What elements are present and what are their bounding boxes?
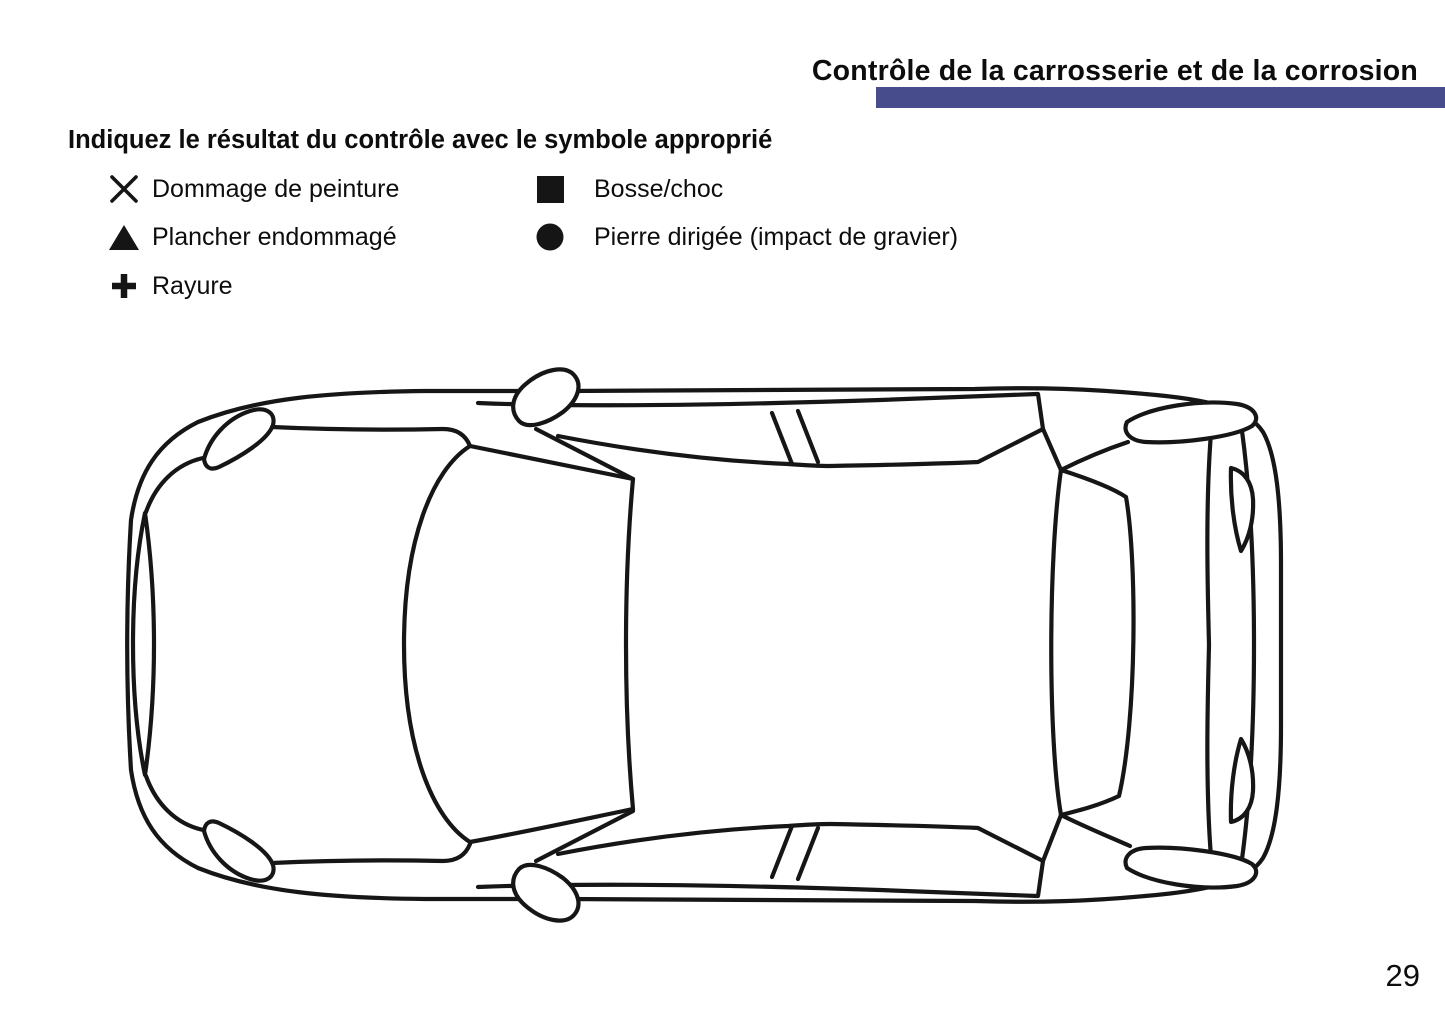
windshield [401,443,636,845]
fender-line-bottom [269,841,473,866]
square-icon [530,175,570,203]
c-pillar-bottom [1035,812,1064,899]
beltline-top [555,426,1046,469]
side-mirror-top [511,367,581,428]
front-bumper-seam-bottom [143,773,206,833]
legend-label: Rayure [152,271,233,300]
a-pillar-top [533,426,636,482]
rear-window [1049,467,1136,818]
instruction-heading: Indiquez le résultat du contrôle avec le… [68,126,773,154]
legend-label: Pierre dirigée (impact de gravier) [594,222,959,251]
taillight-bottom [1228,736,1256,825]
x-mark-icon [104,175,144,203]
page-title: Contrôle de la carrosserie et de la corr… [811,55,1418,87]
roof-rail-top [475,391,1040,408]
legend-label: Dommage de peinture [152,174,400,203]
page-number: 29 [1385,958,1420,993]
legend-label: Plancher endommagé [152,222,397,251]
hatch-line-inner [1205,430,1214,860]
legend-item-paint-damage: Dommage de peinture [104,172,399,206]
front-bumper-seam-top [143,455,206,515]
side-mirror-bottom [511,862,581,923]
legend-item-stone-impact: Pierre dirigée (impact de gravier) [530,220,958,254]
legend-item-scratch: Rayure [104,269,233,303]
a-pillar-bottom [533,808,636,864]
beltline-bottom [555,821,1046,864]
b-pillar-bottom [769,823,821,882]
legend-item-dent: Bosse/choc [530,172,723,206]
hatch-diagonal-top [1058,439,1131,473]
plus-icon [104,272,144,300]
title-underline-bar [876,87,1445,108]
b-pillar-top [769,408,821,467]
hatch-diagonal-bottom [1058,812,1133,849]
roof-rail-bottom [475,882,1040,899]
legend-item-floor-damage: Plancher endommagé [104,220,397,254]
legend-label: Bosse/choc [594,174,724,203]
c-pillar-top [1035,391,1064,473]
spoiler-top [1123,400,1259,445]
taillight-top [1228,465,1256,554]
circle-icon [530,223,570,251]
fender-line-top [269,424,473,449]
spoiler-bottom [1123,845,1259,890]
triangle-icon [104,224,144,251]
